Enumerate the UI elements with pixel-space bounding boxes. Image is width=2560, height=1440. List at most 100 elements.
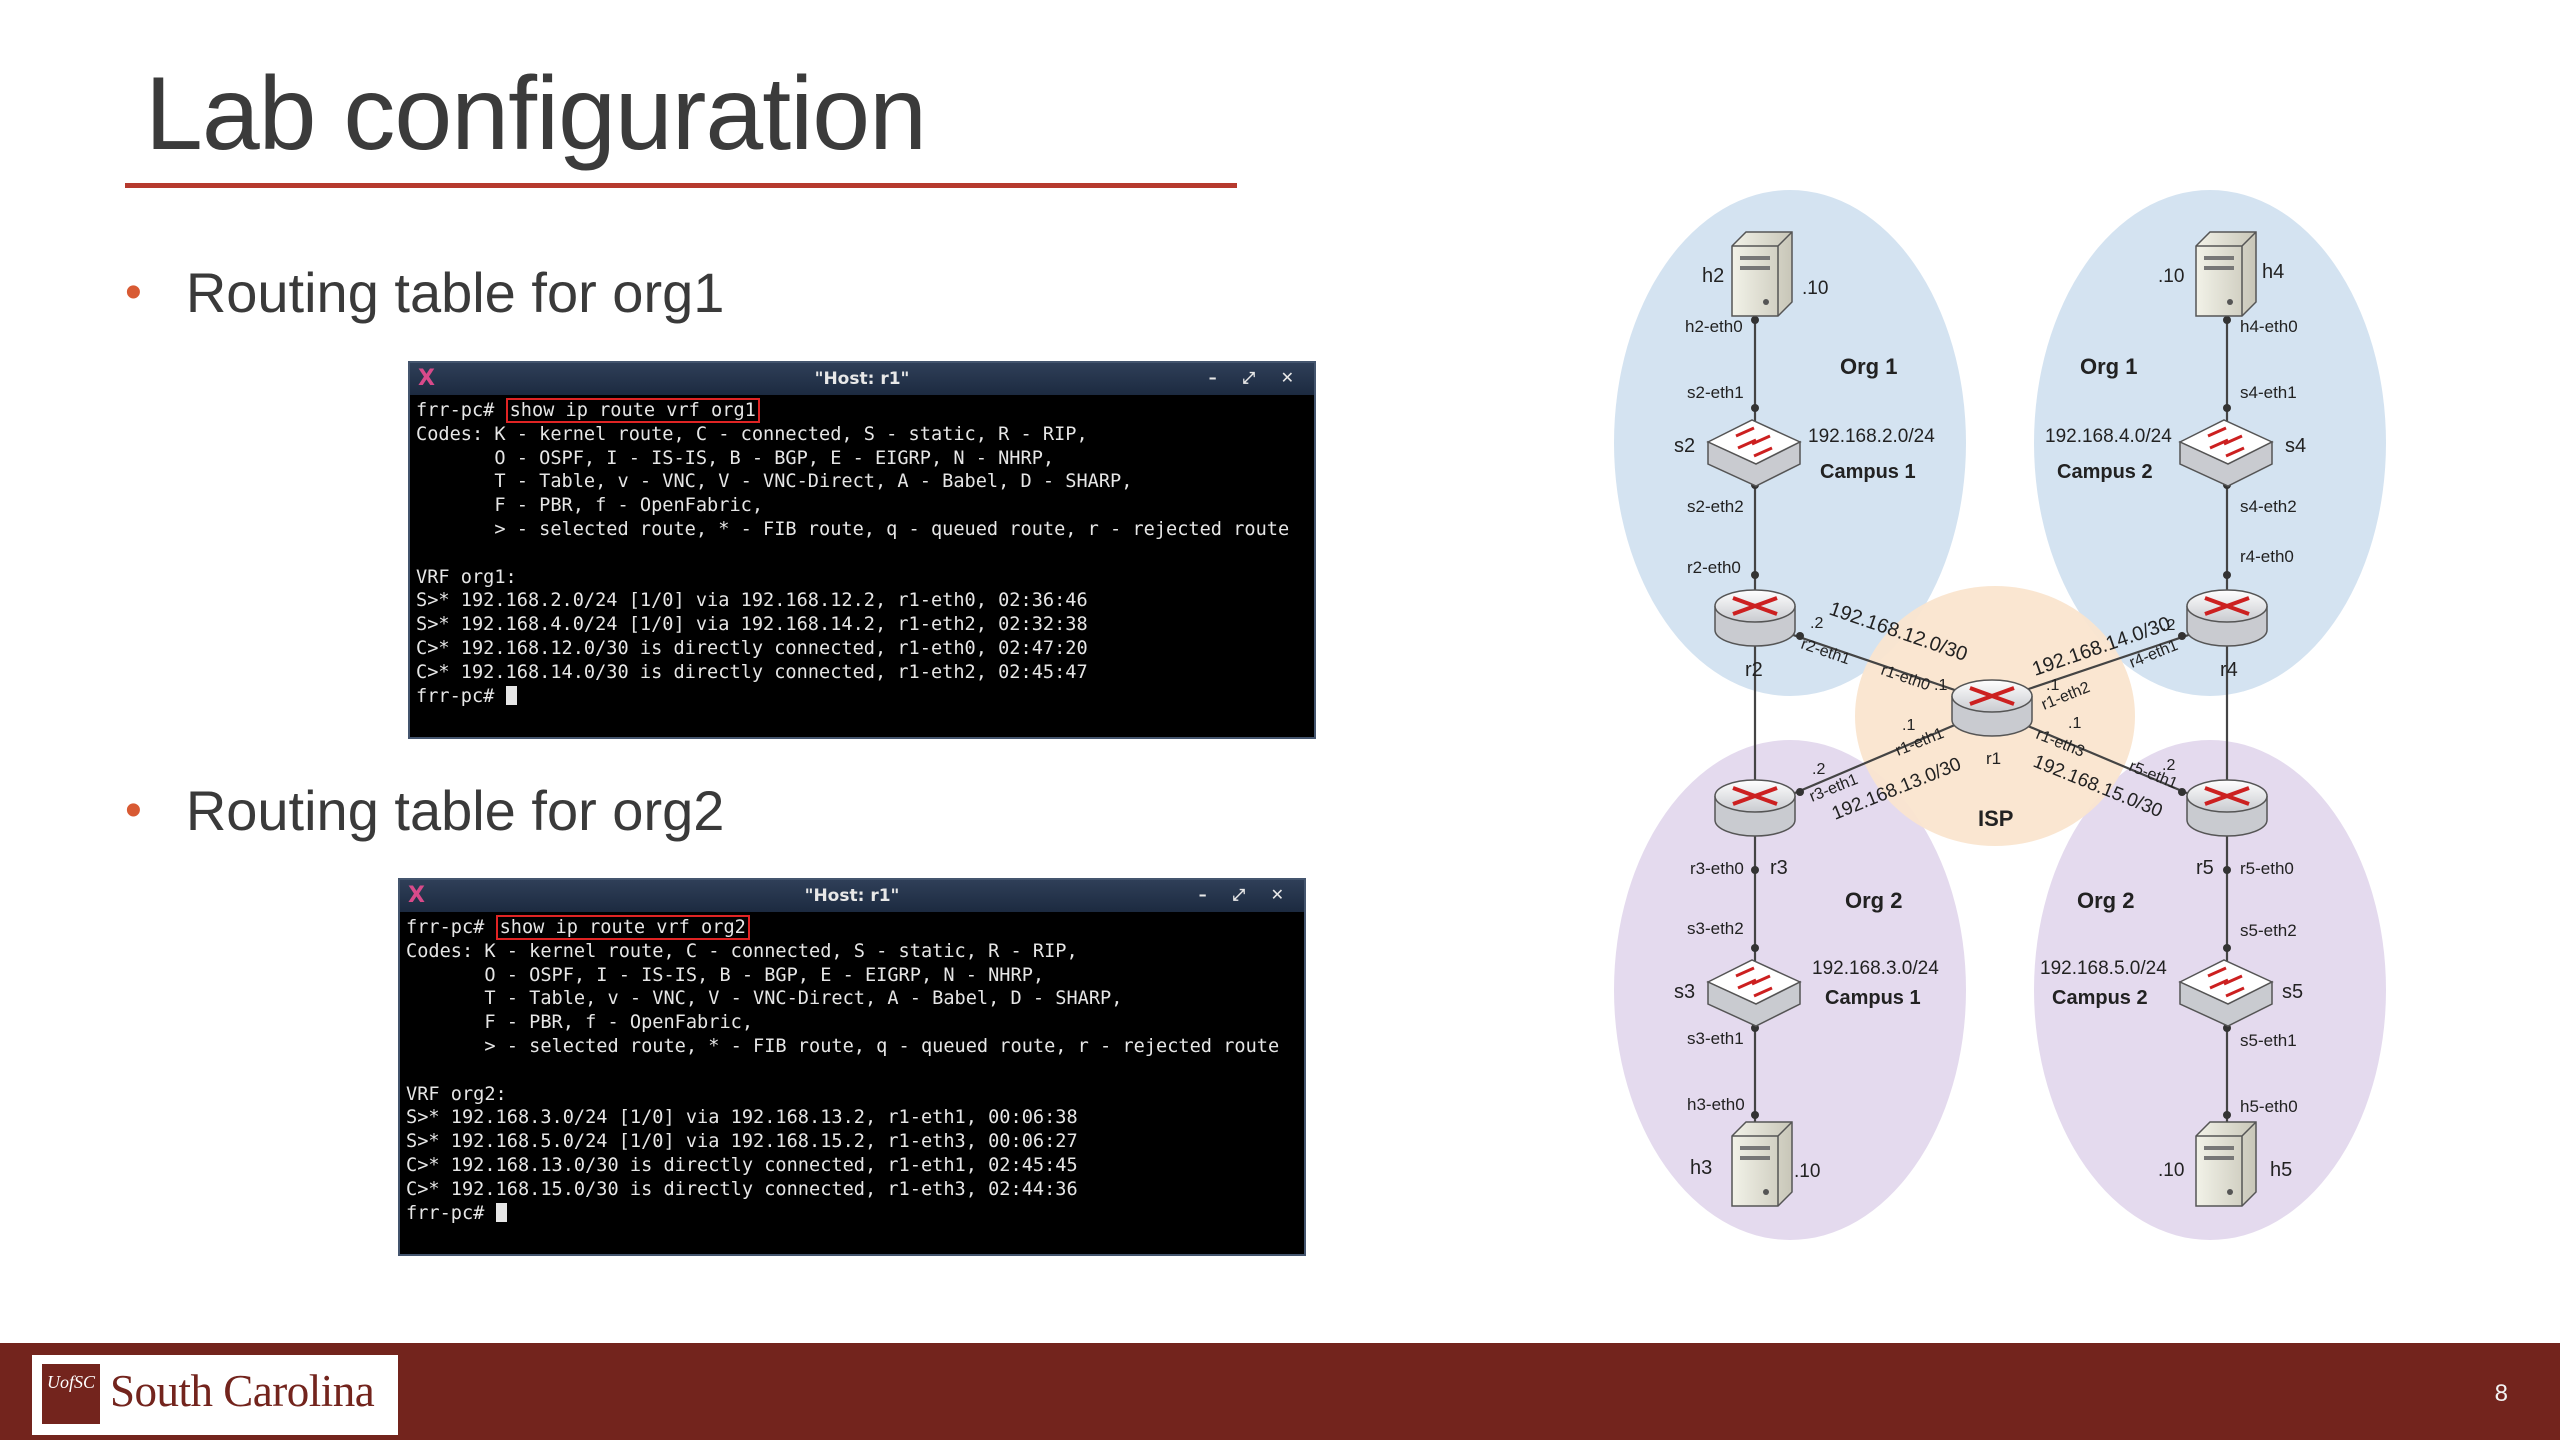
label-switch-br: s5 [2282,981,2303,1003]
bullet-dot-icon: • [125,784,142,837]
label-r1: r1 [1986,749,2001,768]
label-r1ip-tr: .1 [2046,677,2059,694]
bullet-org1: • Routing table for org1 [125,260,724,325]
host-h2-icon [1731,231,1793,317]
switch-s5-icon [2178,959,2274,1027]
label-switch-bl: s3 [1674,981,1695,1003]
terminal-titlebar[interactable]: X "Host: r1" – ⤢ ✕ [410,363,1314,395]
router-r3-icon [1714,779,1796,837]
label-switch-tl: s2 [1674,435,1695,457]
terminal-window-org1[interactable]: X "Host: r1" – ⤢ ✕ frr-pc# show ip route… [408,361,1316,739]
label-campus-tr: Campus 2 [2057,461,2153,483]
label-hostip-tl: .10 [1802,278,1828,299]
terminal-titlebar[interactable]: X "Host: r1" – ⤢ ✕ [400,880,1304,912]
label-subnet-br: 192.168.5.0/24 [2040,958,2167,979]
label-hostip-bl: .10 [1794,1161,1820,1182]
label-linkip-br: .2 [2162,757,2175,774]
label-swdown-bl: s3-eth1 [1687,1029,1744,1048]
terminal-title: "Host: r1" [804,886,900,906]
terminal-output[interactable]: frr-pc# show ip route vrf org1 Codes: K … [410,395,1314,712]
label-routerif-bl: r3-eth0 [1690,859,1744,878]
footer-bar [0,1343,2560,1440]
host-h3-icon [1731,1121,1793,1207]
label-swup-tr: s4-eth1 [2240,383,2297,402]
host-h4-icon [2195,231,2257,317]
switch-s2-icon [1706,419,1802,487]
host-h5-icon [2195,1121,2257,1207]
terminal-last-prompt: frr-pc# [416,685,506,707]
label-subnet-tr: 192.168.4.0/24 [2045,426,2172,447]
terminal-codes-and-routes: Codes: K - kernel route, C - connected, … [406,940,1280,1200]
terminal-output[interactable]: frr-pc# show ip route vrf org2 Codes: K … [400,912,1304,1229]
label-host-tl: h2 [1702,265,1724,287]
label-hostif-tl: h2-eth0 [1685,317,1743,336]
cursor-icon [505,685,517,705]
x11-logo-icon: X [408,883,425,908]
label-router-tr: r4 [2220,659,2238,681]
highlighted-command: show ip route vrf org2 [495,915,750,940]
slide-title: Lab configuration [145,56,927,172]
title-underline [125,183,1237,188]
terminal-prompt: frr-pc# [406,917,496,938]
label-r1ip-bl: .1 [1902,717,1915,734]
label-linkip-bl: .2 [1812,761,1825,778]
label-hostif-bl: h3-eth0 [1687,1095,1745,1114]
label-r1ip-br: .1 [2068,715,2081,732]
router-r5-icon [2186,779,2268,837]
label-hostip-tr: .10 [2158,266,2184,287]
seal-text: UofSC [46,1372,95,1392]
label-r1ip-tl: .1 [1934,677,1947,694]
label-routerif-br: r5-eth0 [2240,859,2294,878]
router-r4-icon [2186,589,2268,647]
terminal-window-org2[interactable]: X "Host: r1" – ⤢ ✕ frr-pc# show ip route… [398,878,1306,1256]
label-host-bl: h3 [1690,1157,1712,1179]
terminal-last-prompt: frr-pc# [406,1202,496,1224]
terminal-codes-and-routes: Codes: K - kernel route, C - connected, … [416,423,1290,683]
label-campus-bl: Campus 1 [1825,987,1921,1009]
label-org-tr: Org 1 [2080,354,2137,379]
label-campus-br: Campus 2 [2052,987,2148,1009]
router-r1-icon [1951,679,2033,737]
window-controls-icon[interactable]: – ⤢ ✕ [1198,885,1294,904]
label-router-br: r5 [2196,857,2214,879]
label-linkip-tr: .2 [2162,617,2175,634]
label-router-tl: r2 [1745,659,1763,681]
label-router-bl: r3 [1770,857,1788,879]
label-isp: ISP [1978,806,2013,831]
label-campus-tl: Campus 1 [1820,461,1916,483]
label-hostif-br: h5-eth0 [2240,1097,2298,1116]
switch-s3-icon [1706,959,1802,1027]
label-host-tr: h4 [2262,261,2284,283]
label-org-tl: Org 1 [1840,354,1897,379]
label-hostif-tr: h4-eth0 [2240,317,2298,336]
label-org-br: Org 2 [2077,888,2134,913]
label-subnet-tl: 192.168.2.0/24 [1808,426,1935,447]
bullet-org1-text: Routing table for org1 [185,261,725,324]
switch-s4-icon [2178,419,2274,487]
bullet-dot-icon: • [125,266,142,319]
label-swdown-br: s5-eth1 [2240,1031,2297,1050]
label-swup-bl: s3-eth2 [1687,919,1744,938]
university-logo[interactable]: UofSC South Carolina [32,1355,398,1435]
university-seal-icon: UofSC [42,1364,100,1424]
label-swdown-tr: s4-eth2 [2240,497,2297,516]
university-name: South Carolina [110,1366,375,1416]
label-subnet-bl: 192.168.3.0/24 [1812,958,1939,979]
window-controls-icon[interactable]: – ⤢ ✕ [1208,368,1304,387]
label-routerif-tr: r4-eth0 [2240,547,2294,566]
label-hostip-br: .10 [2158,1160,2184,1181]
label-swup-br: s5-eth2 [2240,921,2297,940]
terminal-prompt: frr-pc# [416,400,506,421]
bullet-org2: •Routing table for org2 [125,778,724,843]
label-routerif-tl: r2-eth0 [1687,558,1741,577]
label-org-bl: Org 2 [1845,888,1902,913]
highlighted-command: show ip route vrf org1 [505,398,760,423]
cursor-icon [495,1202,507,1222]
page-number: 8 [2494,1380,2508,1407]
label-swup-tl: s2-eth1 [1687,383,1744,402]
network-links [1753,290,2229,1200]
network-topology-diagram: Org 1 192.168.2.0/24 Campus 1 h2 .10 h2-… [1614,190,2386,1240]
label-switch-tr: s4 [2285,435,2306,457]
label-linkip-tl: .2 [1810,615,1823,632]
terminal-title: "Host: r1" [814,369,910,389]
